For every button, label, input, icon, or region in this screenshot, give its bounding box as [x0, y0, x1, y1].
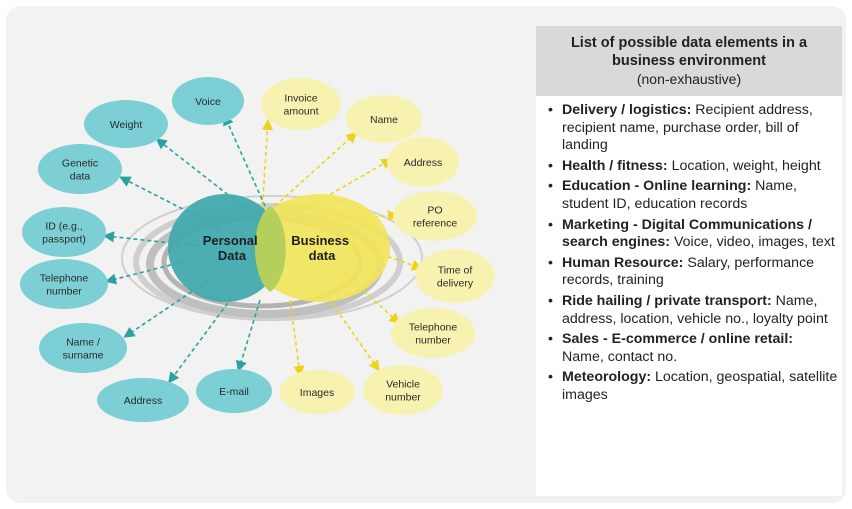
business-node-images-bubble [279, 370, 355, 414]
list-item-label: Human Resource: [562, 254, 684, 271]
business-data-label: Business data [291, 233, 352, 263]
data-elements-list: Delivery / logistics: Recipient address,… [536, 96, 842, 405]
list-item: Ride hailing / private transport: Name, … [548, 293, 838, 328]
panel-header: List of possible data elements in a busi… [536, 26, 842, 96]
personal-node-name-surname-bubble [39, 323, 127, 373]
personal-node-id-e-g-passport-bubble [22, 207, 106, 257]
list-item-label: Marketing - Digital Communications / sea… [562, 216, 812, 251]
personal-node-e-mail: E-mail [196, 369, 272, 413]
personal-arrow-genetic-data [119, 176, 221, 229]
list-item-label: Health / fitness: [562, 157, 668, 174]
business-node-address-bubble [387, 137, 459, 187]
personal-node-id-e-g-passport: ID (e.g.,passport) [22, 207, 106, 257]
business-data-circle [250, 194, 390, 302]
list-item-text: Name, student ID, education records [562, 178, 797, 212]
list-item-label: Ride hailing / private transport: [562, 292, 772, 309]
personal-node-name-surname: Name /surname [39, 323, 127, 373]
business-arrow-po-reference [317, 210, 400, 223]
panel-subtitle: (non-exhaustive) [636, 71, 742, 87]
personal-node-address: Address [97, 378, 189, 422]
business-arrow-name [274, 131, 358, 207]
data-elements-diagram: Personal Data Business data VoiceWeightG… [20, 77, 495, 422]
business-node-time-of-delivery-bubble [415, 249, 495, 303]
list-item-text: Voice, video, images, text [670, 234, 835, 251]
list-item-text: Location, weight, height [667, 157, 821, 174]
personal-node-e-mail-label: E-mail [219, 386, 249, 398]
business-node-telephone-number-bubble [391, 308, 475, 358]
personal-data-label: Personal Data [203, 233, 262, 263]
list-item: Marketing - Digital Communications / sea… [548, 217, 838, 252]
list-item: Education - Online learning: Name, stude… [548, 178, 838, 213]
list-item-text: Recipient address, recipient name, purch… [562, 102, 813, 154]
list-item-label: Meteorology: [562, 369, 652, 386]
personal-node-voice-label: Voice [195, 96, 221, 108]
personal-node-weight-bubble [84, 100, 168, 148]
personal-node-weight-label: Weight [110, 119, 143, 131]
business-node-name-bubble [346, 95, 422, 143]
list-item-label: Sales - E-commerce / online retail: [562, 331, 794, 348]
center-circles: Personal Data Business data [168, 194, 390, 302]
business-node-vehicle-number-bubble [363, 365, 443, 415]
personal-node-id-e-g-passport-label: ID (e.g.,passport) [42, 221, 86, 246]
overlap-region [255, 206, 286, 292]
list-item-text: Location, geospatial, satellite images [562, 369, 838, 403]
list-item-text: Name, contact no. [562, 348, 678, 365]
list-item-label: Delivery / logistics: [562, 102, 692, 118]
list-item: Sales - E-commerce / online retail: Name… [548, 331, 838, 366]
list-item-text: Salary, performance records, training [562, 254, 815, 289]
list-item: Delivery / logistics: Recipient address,… [548, 102, 838, 155]
data-elements-panel: List of possible data elements in a busi… [536, 26, 842, 496]
business-arrow-images [289, 299, 305, 378]
personal-arrow-e-mail [235, 299, 261, 373]
personal-node-weight: Weight [84, 100, 168, 148]
personal-node-voice-bubble [172, 77, 244, 125]
personal-data-circle [168, 194, 282, 302]
list-item: Health / fitness: Location, weight, heig… [548, 158, 838, 176]
personal-arrow-address [168, 291, 237, 384]
personal-node-e-mail-bubble [196, 369, 272, 413]
business-node-address: Address [387, 137, 459, 187]
business-node-images: Images [279, 370, 355, 414]
personal-arrow-voice [223, 114, 266, 207]
business-node-po-reference-bubble [393, 191, 477, 241]
panel-title-line2: business environment [612, 53, 766, 69]
list-item: Meteorology: Location, geospatial, satel… [548, 369, 838, 404]
panel-title-line1: List of possible data elements in a [570, 35, 808, 51]
list-item: Human Resource: Salary, performance reco… [548, 255, 838, 290]
personal-node-genetic-data-bubble [38, 144, 122, 194]
business-node-invoice-amount-bubble [261, 78, 341, 130]
personal-node-voice: Voice [172, 77, 244, 125]
business-arrow-invoice-amount [261, 118, 274, 213]
business-node-name-label: Name [370, 114, 398, 126]
personal-node-telephone-number-bubble [20, 259, 108, 309]
list-item-text: Name, address, location, vehicle no., lo… [562, 292, 828, 327]
business-node-images-label: Images [300, 387, 334, 399]
personal-arrow-weight [155, 138, 251, 213]
business-node-address-label: Address [404, 157, 443, 169]
personal-node-address-bubble [97, 378, 189, 422]
personal-node-address-label: Address [124, 395, 163, 407]
personal-node-name-surname-label: Name /surname [63, 337, 104, 362]
list-item-label: Education - Online learning: [562, 178, 752, 195]
business-node-name: Name [346, 95, 422, 143]
